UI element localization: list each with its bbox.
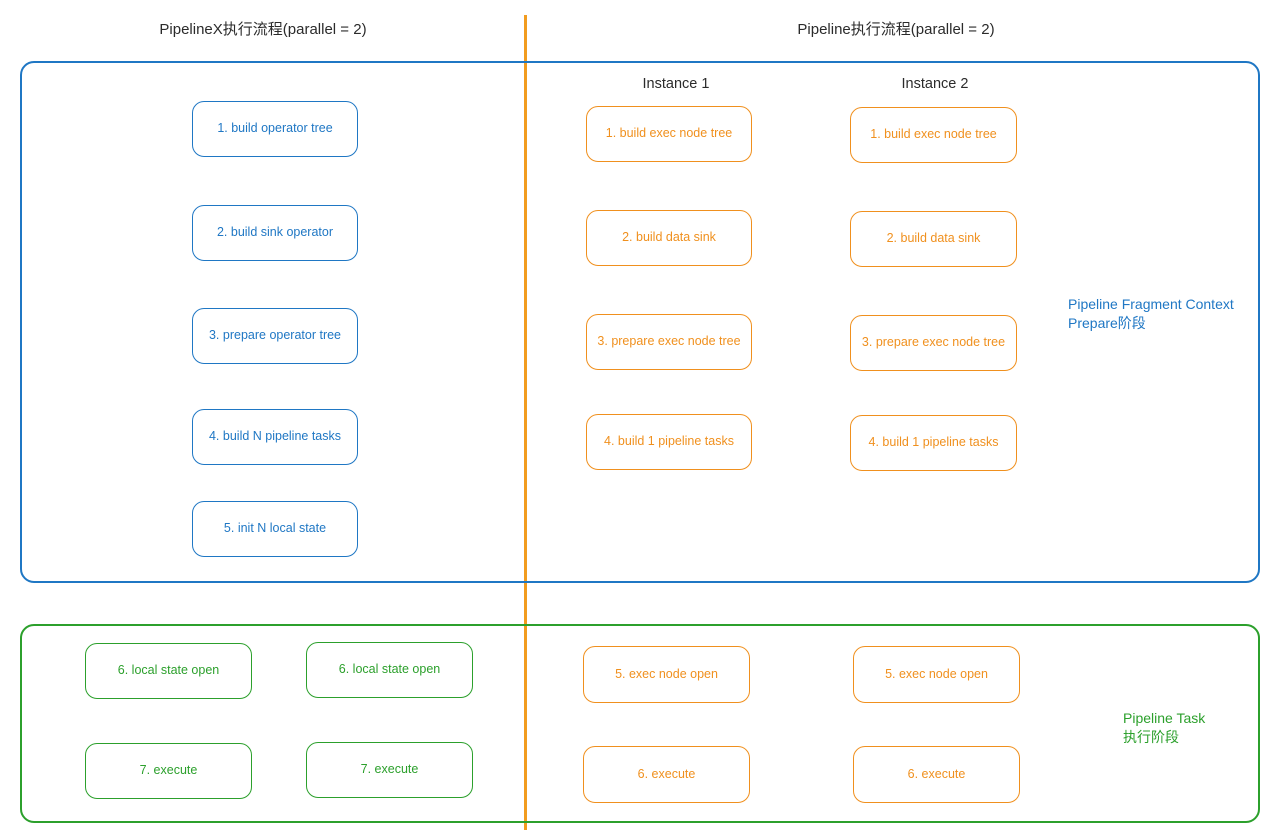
pipeline-instance2-prepare-step-1[interactable]: 1. build exec node tree xyxy=(850,107,1017,163)
pipeline-instance1-prepare-step-3[interactable]: 3. prepare exec node tree xyxy=(586,314,752,370)
pipelinex-task-col1-step-2[interactable]: 7. execute xyxy=(85,743,252,799)
pipeline-instance2-task-step-1[interactable]: 5. exec node open xyxy=(853,646,1020,703)
pipelinex-task-col2-step-2[interactable]: 7. execute xyxy=(306,742,473,798)
pipelinex-prepare-step-2[interactable]: 2. build sink operator xyxy=(192,205,358,261)
vertical-divider xyxy=(524,15,527,830)
column-title-pipelinex: PipelineX执行流程(parallel = 2) xyxy=(159,21,367,38)
instance-2-header: Instance 2 xyxy=(901,76,969,92)
instance-1-header: Instance 1 xyxy=(642,76,710,92)
column-title-pipeline: Pipeline执行流程(parallel = 2) xyxy=(797,21,995,38)
pipelinex-prepare-step-4[interactable]: 4. build N pipeline tasks xyxy=(192,409,358,465)
prepare-stage-label: Pipeline Fragment Context Prepare阶段 xyxy=(1068,296,1234,331)
task-stage-label: Pipeline Task 执行阶段 xyxy=(1123,710,1206,745)
pipeline-instance1-task-step-1[interactable]: 5. exec node open xyxy=(583,646,750,703)
task-stage-region xyxy=(20,624,1260,823)
pipeline-instance2-prepare-step-4[interactable]: 4. build 1 pipeline tasks xyxy=(850,415,1017,471)
pipelinex-prepare-step-5[interactable]: 5. init N local state xyxy=(192,501,358,557)
pipeline-instance2-prepare-step-3[interactable]: 3. prepare exec node tree xyxy=(850,315,1017,371)
pipelinex-task-col2-step-1[interactable]: 6. local state open xyxy=(306,642,473,698)
pipeline-instance2-prepare-step-2[interactable]: 2. build data sink xyxy=(850,211,1017,267)
pipeline-instance1-prepare-step-2[interactable]: 2. build data sink xyxy=(586,210,752,266)
pipelinex-task-col1-step-1[interactable]: 6. local state open xyxy=(85,643,252,699)
pipeline-instance1-task-step-2[interactable]: 6. execute xyxy=(583,746,750,803)
pipeline-instance2-task-step-2[interactable]: 6. execute xyxy=(853,746,1020,803)
prepare-stage-region xyxy=(20,61,1260,583)
pipelinex-prepare-step-1[interactable]: 1. build operator tree xyxy=(192,101,358,157)
pipeline-instance1-prepare-step-1[interactable]: 1. build exec node tree xyxy=(586,106,752,162)
pipelinex-prepare-step-3[interactable]: 3. prepare operator tree xyxy=(192,308,358,364)
pipeline-instance1-prepare-step-4[interactable]: 4. build 1 pipeline tasks xyxy=(586,414,752,470)
